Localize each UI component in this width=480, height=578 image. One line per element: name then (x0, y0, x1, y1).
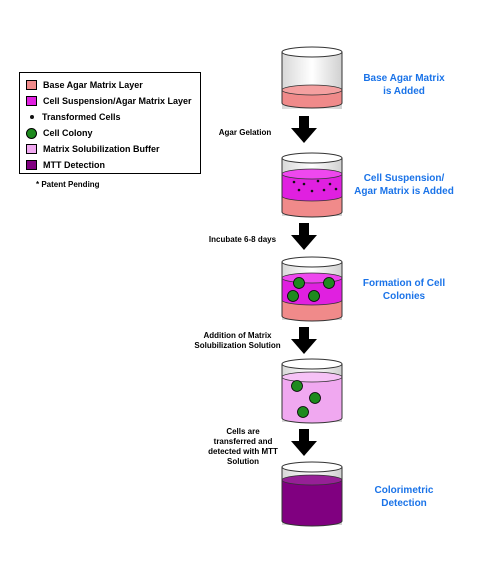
solubilization-swatch (26, 144, 37, 154)
tube-rim (281, 46, 343, 58)
transition-1-label: Agar Gelation (218, 128, 272, 137)
legend-label: Cell Colony (43, 128, 93, 138)
legend-item-base-agar: Base Agar Matrix Layer (26, 77, 143, 93)
mtt-layer (282, 480, 342, 526)
legend-item-cell-suspension: Cell Suspension/Agar Matrix Layer (26, 93, 192, 109)
legend-item-solubilization-buffer: Matrix Solubilization Buffer (26, 141, 160, 157)
patent-note: * Patent Pending (36, 180, 100, 189)
legend-label: Base Agar Matrix Layer (43, 80, 143, 90)
tube-step-2 (281, 152, 343, 218)
legend-label: Transformed Cells (42, 112, 121, 122)
legend-item-cell-colony: Cell Colony (26, 125, 93, 141)
legend-item-transformed-cells: Transformed Cells (26, 109, 121, 125)
cell-colonies (291, 380, 321, 418)
base-agar-layer (282, 300, 342, 321)
arrow-1 (291, 116, 317, 143)
tube-rim (281, 152, 343, 164)
transformed-cells (292, 179, 338, 193)
arrow-3 (291, 327, 317, 354)
tube-rim (281, 461, 343, 473)
arrow-4 (291, 429, 317, 456)
tube-rim (281, 256, 343, 268)
tube-step-4 (281, 358, 343, 424)
cell-colonies (287, 277, 335, 302)
cell-colony-circle-icon (26, 127, 37, 139)
mtt-swatch (26, 160, 37, 170)
base-agar-swatch (26, 80, 37, 90)
transformed-cell-dot-icon (30, 115, 34, 119)
legend-label: MTT Detection (43, 160, 105, 170)
base-agar-layer (282, 196, 342, 217)
tube-step-5 (281, 461, 343, 527)
tube-step-3 (281, 256, 343, 322)
legend-box: Base Agar Matrix Layer Cell Suspension/A… (19, 72, 201, 174)
legend-label: Cell Suspension/Agar Matrix Layer (43, 96, 192, 106)
cell-suspension-layer (282, 174, 342, 201)
step-2-label: Cell Suspension/Agar Matrix is Added (354, 173, 454, 197)
legend-item-mtt: MTT Detection (26, 157, 105, 173)
transition-2-label: Incubate 6-8 days (208, 235, 277, 244)
legend-label: Matrix Solubilization Buffer (43, 144, 160, 154)
tube-rim (281, 358, 343, 370)
tube-step-1 (281, 46, 343, 109)
cell-suspension-swatch (26, 96, 37, 106)
arrow-2 (291, 223, 317, 250)
